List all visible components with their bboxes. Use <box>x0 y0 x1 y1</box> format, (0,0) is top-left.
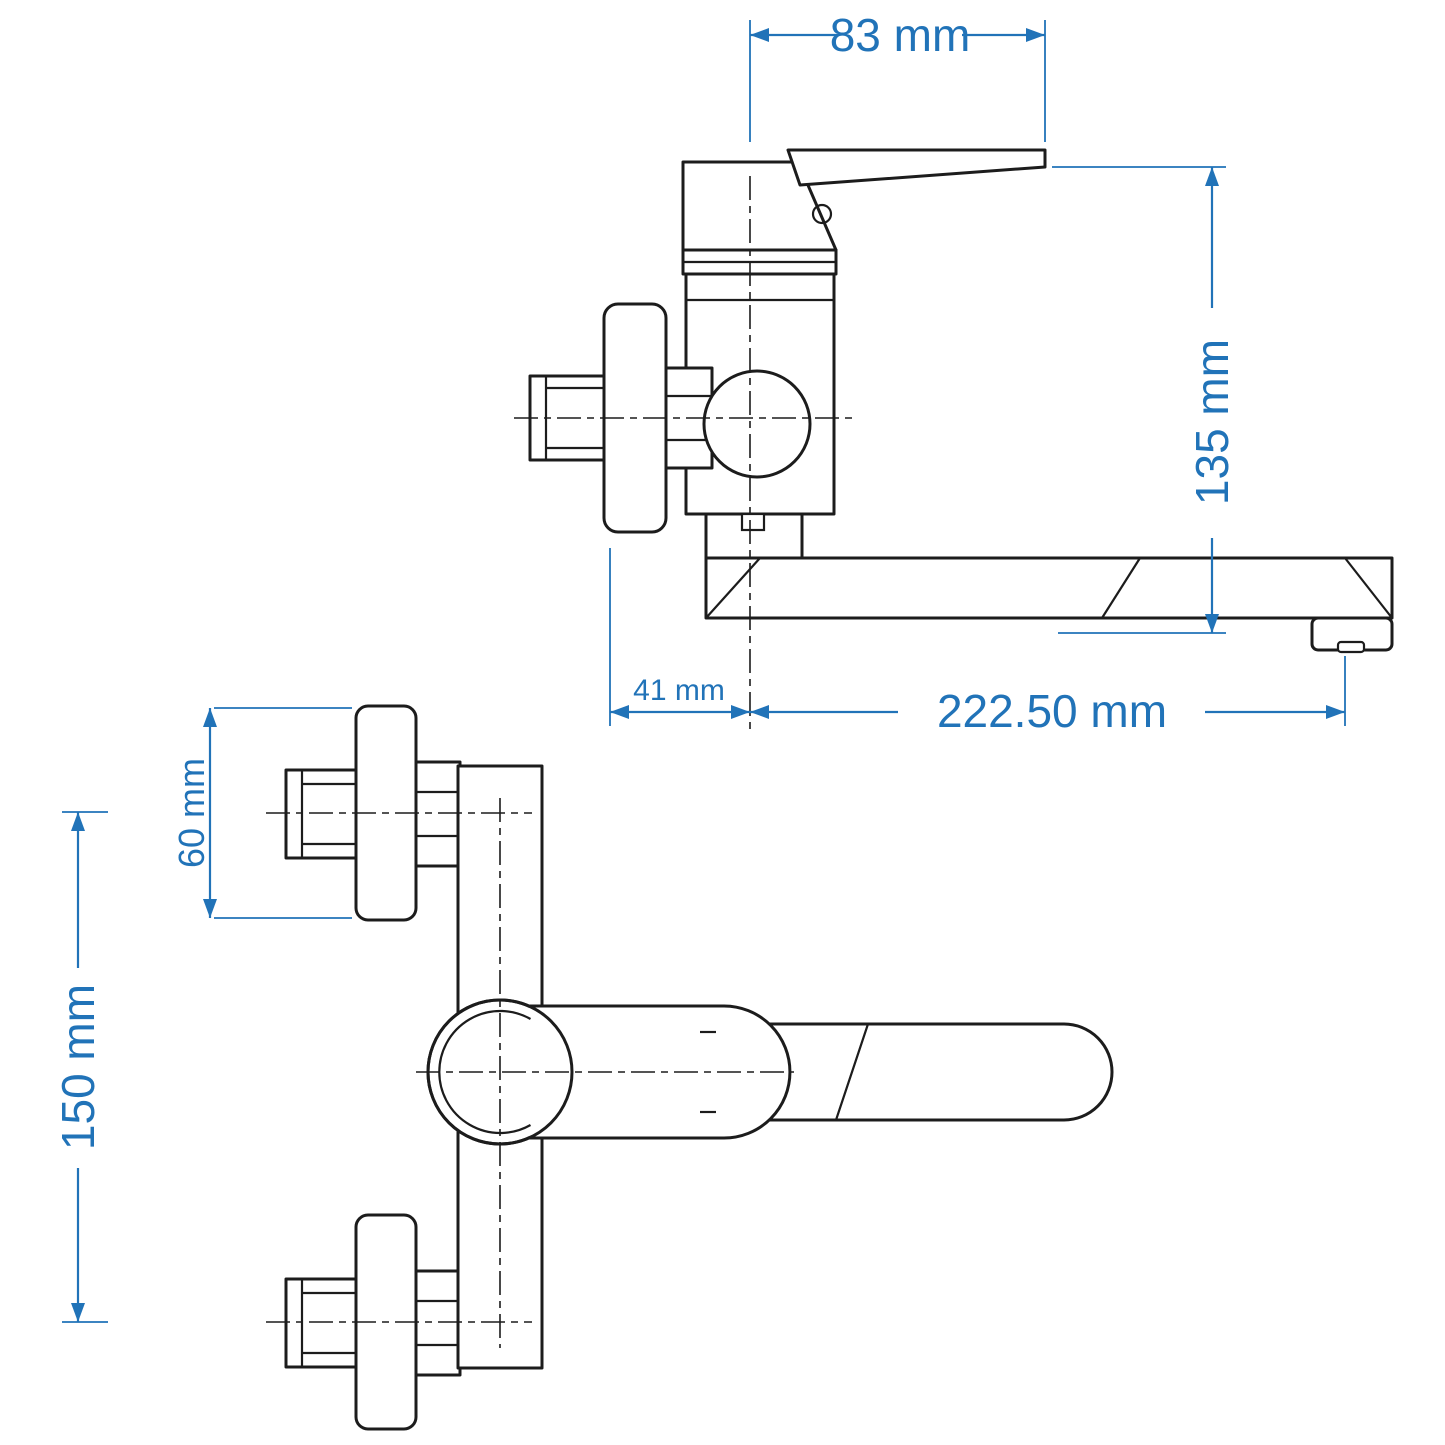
dimension-wall-offset: 41 mm <box>609 548 750 726</box>
arrowhead <box>1326 705 1345 719</box>
dim-label-handle-width: 83 mm <box>830 9 971 61</box>
arrowhead <box>750 28 769 42</box>
handle-lever <box>786 148 1047 187</box>
dimension-flange-size: 60 mm <box>171 707 352 919</box>
dim-label-spout-reach: 222.50 mm <box>937 685 1167 737</box>
arrowhead <box>203 708 217 727</box>
body-capsule-fill <box>529 1006 790 1138</box>
arrowhead <box>1205 167 1219 186</box>
arrowhead <box>750 705 769 719</box>
arrowhead <box>203 899 217 918</box>
dim-label-overall-height: 135 mm <box>1186 339 1238 505</box>
arrowhead <box>610 705 629 719</box>
spout-break-line <box>1101 557 1141 619</box>
dimension-handle-width: 83 mm <box>749 9 1046 142</box>
dim-label-mount-spacing: 150 mm <box>52 984 104 1150</box>
dim-label-flange-size: 60 mm <box>171 758 212 868</box>
arrowhead <box>71 812 85 831</box>
wall-nut-top <box>414 760 462 868</box>
body-capsule <box>529 1004 792 1140</box>
plan-view <box>266 704 1114 1431</box>
wall-nut-bottom <box>414 1269 462 1377</box>
arrowhead <box>1026 28 1045 42</box>
swivel-joint <box>702 369 812 479</box>
arrowhead <box>71 1303 85 1322</box>
arrowhead <box>731 705 750 719</box>
dimensions: 83 mm 135 mm 41 mm 222.50 mm <box>52 9 1346 1323</box>
side-view <box>514 148 1394 730</box>
connector-notch <box>740 512 766 532</box>
aerator-outlet <box>1336 640 1366 654</box>
spout-break-line-top <box>834 1023 870 1121</box>
arrowhead <box>1205 614 1219 633</box>
spout-bend-line <box>705 557 761 619</box>
handle-pivot-screw <box>811 203 833 225</box>
dimension-overall-height: 135 mm <box>1052 166 1238 634</box>
spout <box>704 556 1394 620</box>
dim-label-wall-offset: 41 mm <box>633 674 725 707</box>
spout-tip-line <box>1344 557 1393 619</box>
dimension-spout-reach: 222.50 mm <box>750 656 1346 737</box>
dimension-mount-spacing: 150 mm <box>52 811 108 1323</box>
